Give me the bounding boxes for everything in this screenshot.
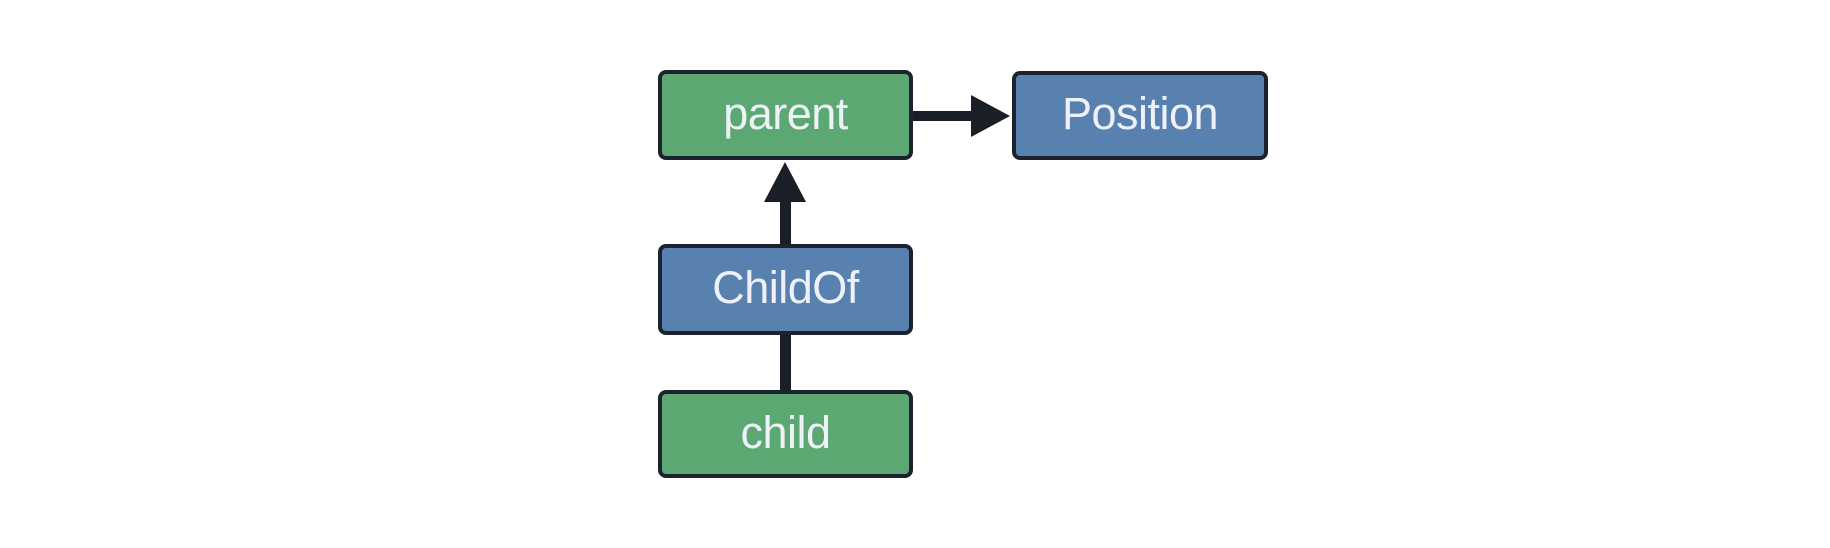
node-childof: ChildOf bbox=[658, 244, 913, 335]
edge-childof-parent-arrowhead-up-icon bbox=[764, 162, 806, 202]
node-position: Position bbox=[1012, 71, 1268, 160]
node-child: child bbox=[658, 390, 913, 478]
edge-parent-position-shaft bbox=[913, 111, 973, 121]
node-childof-label: ChildOf bbox=[712, 262, 859, 313]
node-child-label: child bbox=[740, 406, 831, 458]
node-parent-label: parent bbox=[723, 87, 848, 139]
node-parent: parent bbox=[658, 70, 913, 160]
edge-childof-parent-shaft bbox=[780, 200, 791, 244]
node-position-label: Position bbox=[1061, 88, 1219, 139]
edge-parent-position-arrowhead-right-icon bbox=[971, 95, 1010, 137]
edge-child-childof-line bbox=[780, 335, 791, 390]
